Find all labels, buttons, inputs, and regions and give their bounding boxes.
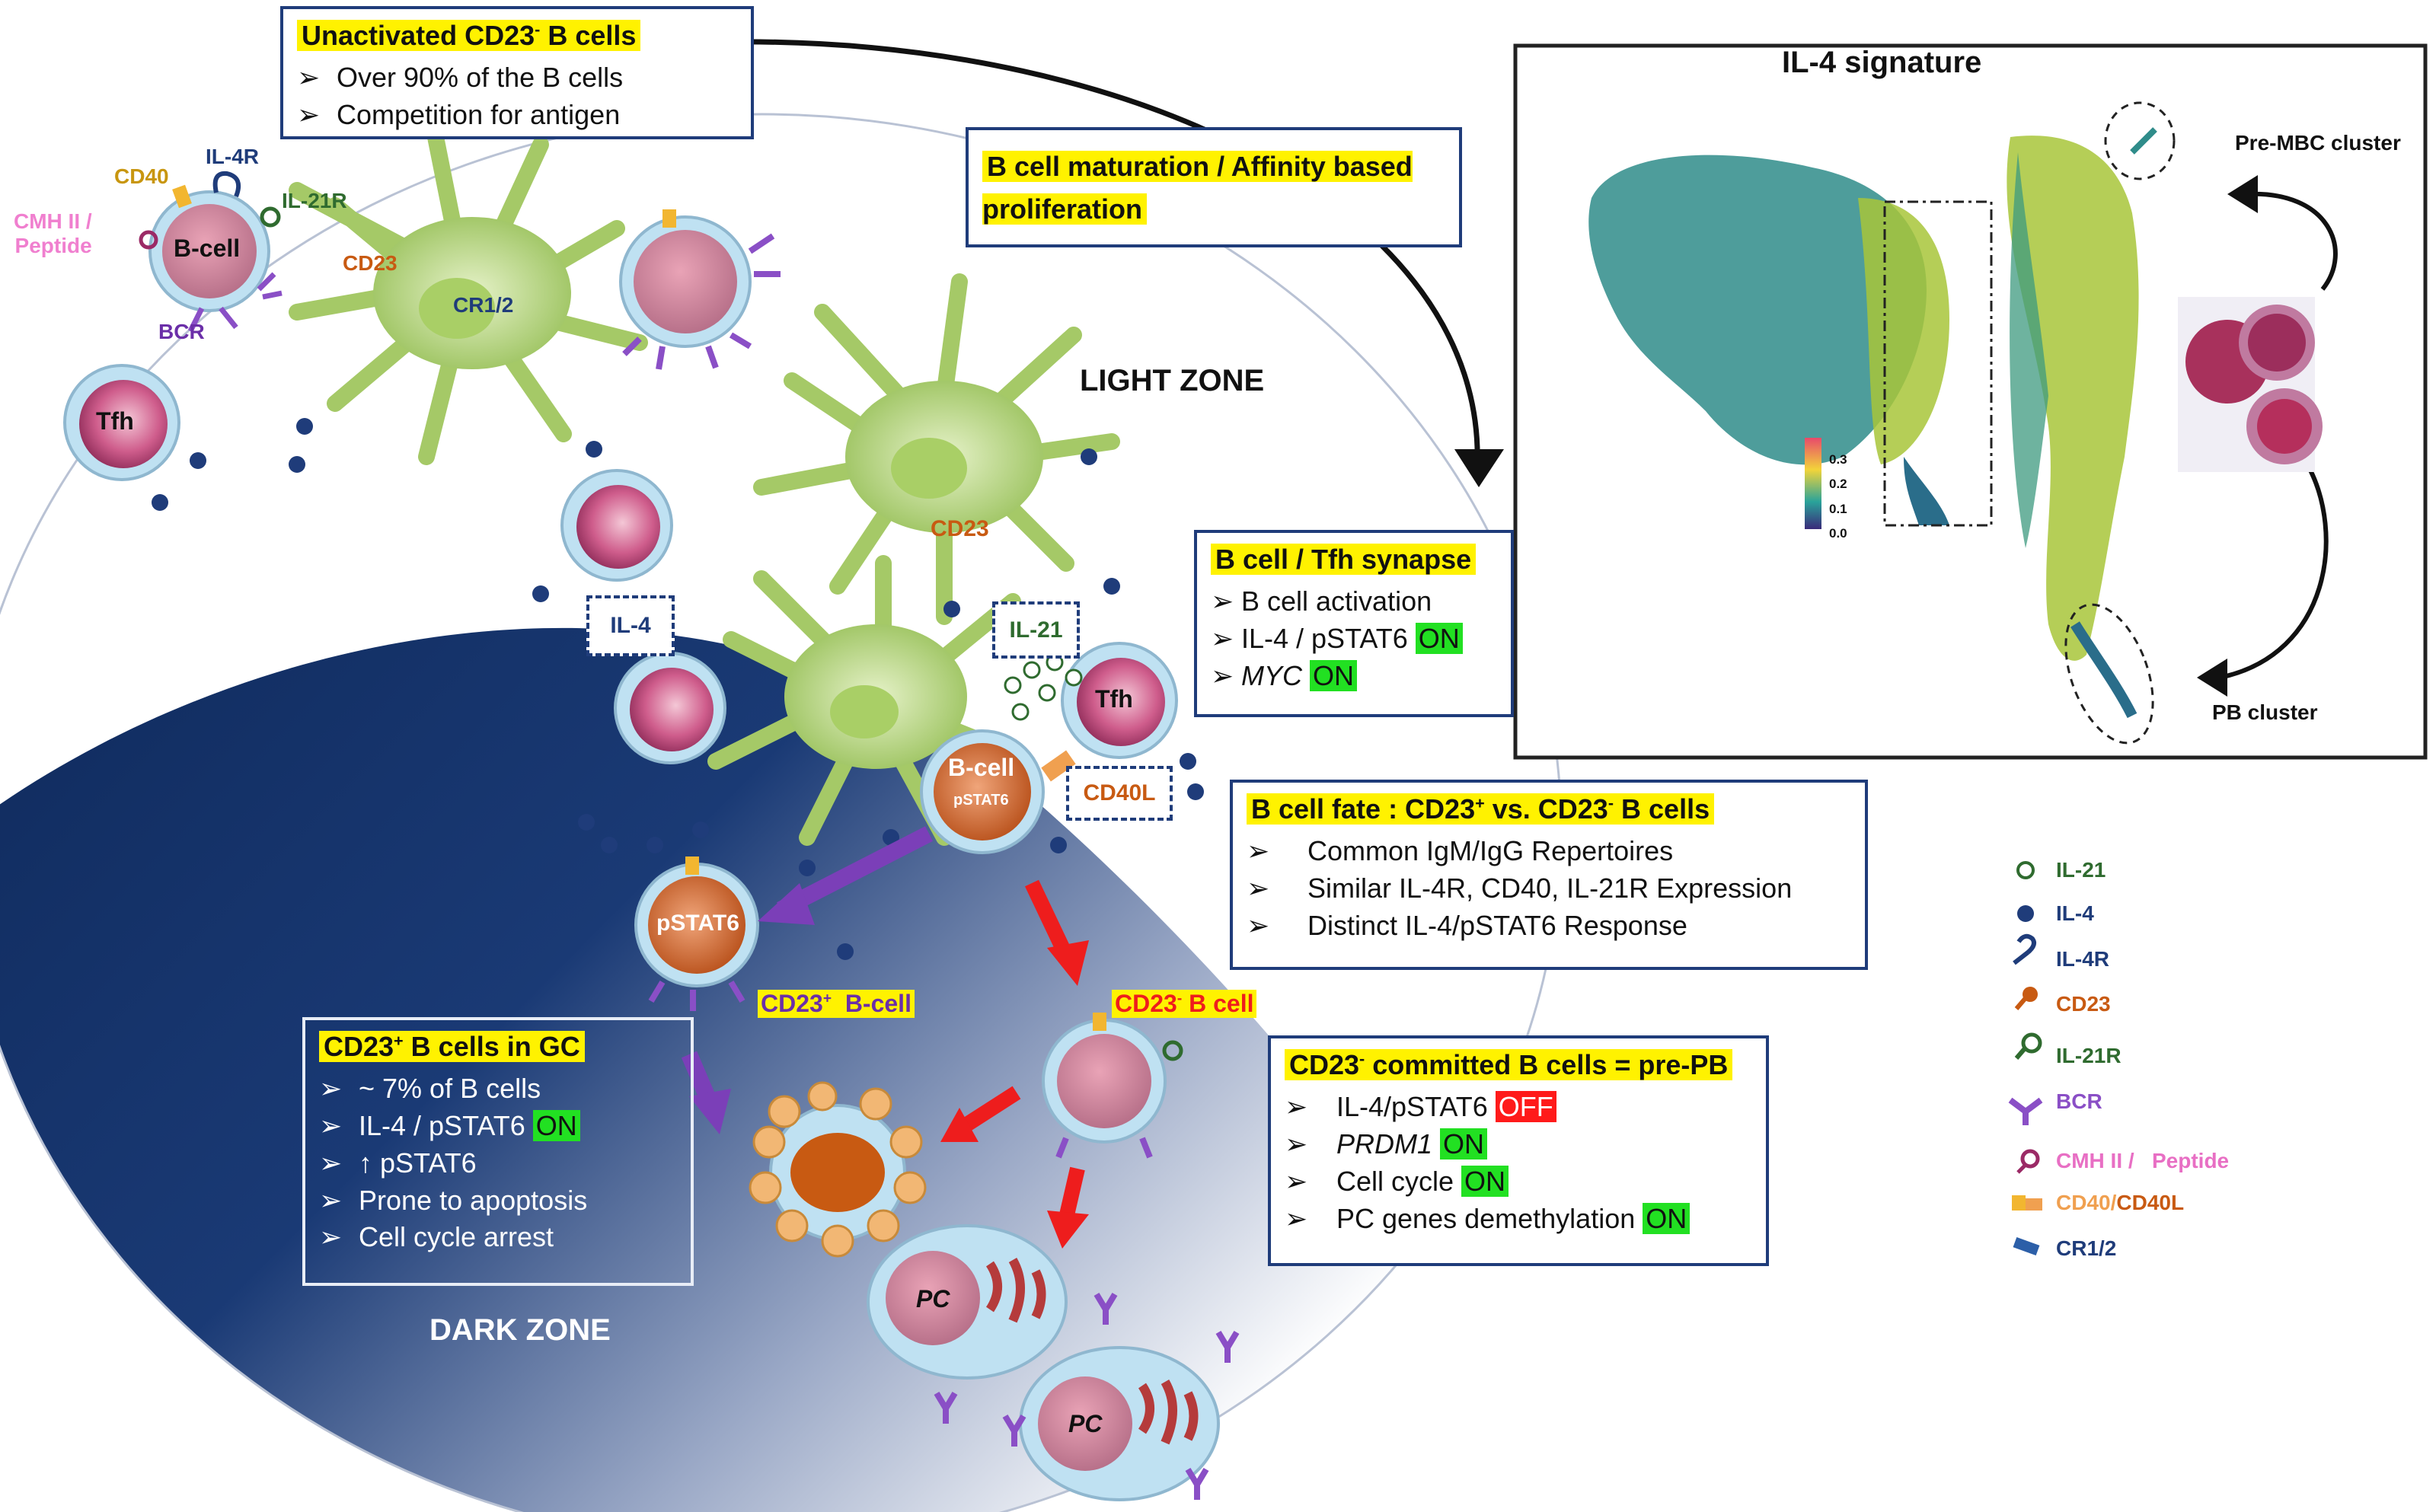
il4r-label: IL-4R — [206, 145, 259, 168]
cd40-label: CD40 — [114, 164, 169, 188]
maturation-arrowhead — [1454, 449, 1504, 487]
prepb-box: CD23- committed B cells = pre-PB ➢IL-4/p… — [1268, 1035, 1769, 1266]
light-zone-label: LIGHT ZONE — [1080, 364, 1265, 397]
tfh-right — [1061, 642, 1178, 759]
legend-cr12: CR1/2 — [2056, 1236, 2117, 1260]
cd23pos-bcell — [634, 856, 759, 1011]
pc2-label: PC — [1068, 1410, 1103, 1437]
legend-icons — [2008, 861, 2043, 1256]
bcell-activated-label: B-cell — [948, 754, 1015, 781]
pstat6-label: pSTAT6 — [656, 911, 739, 936]
legend-cd40: CD40/CD40L — [2056, 1191, 2185, 1214]
pb-curve-arrow — [2219, 463, 2329, 680]
cr12-label: CR1/2 — [453, 293, 514, 317]
bcell-activated — [920, 729, 1076, 854]
umap-plot — [1588, 101, 2176, 745]
red-arrow-head-1 — [1047, 940, 1089, 986]
bcr-label: BCR — [158, 320, 205, 343]
unactivated-box: Unactivated CD23- B cells ➢Over 90% of t… — [280, 6, 754, 139]
synapse-box: B cell / Tfh synapse ➢B cell activation … — [1194, 530, 1514, 717]
cd23-label: CD23 — [343, 251, 397, 275]
legend-cd23: CD23 — [2056, 992, 2111, 1016]
bcell-top-center — [619, 209, 781, 370]
il4-secreting-cells — [560, 469, 726, 764]
cd23neg-bcell — [1042, 1013, 1183, 1159]
tfh-left-label: Tfh — [96, 407, 134, 435]
inset-title: IL-4 signature — [1782, 46, 1982, 79]
purple-arrow-head-1 — [758, 883, 815, 925]
fdc-upper-right — [753, 273, 1120, 625]
cd23pos-box: CD23+ B cells in GC ➢~ 7% of B cells ➢IL… — [302, 1017, 694, 1286]
legend-il4: IL-4 — [2056, 901, 2094, 925]
legend-bcr: BCR — [2056, 1089, 2102, 1113]
pre-mbc-curve-arrow — [2246, 191, 2338, 291]
pc1-label: PC — [916, 1285, 950, 1313]
unactivated-item-2: ➢Competition for antigen — [297, 98, 621, 130]
pb-arrowhead — [2197, 659, 2227, 697]
legend-il21: IL-21 — [2056, 858, 2106, 882]
cd40l-dashed-label: CD40L — [1066, 766, 1173, 821]
il4-dashed-label: IL-4 — [586, 595, 675, 656]
legend-il21r: IL-21R — [2056, 1044, 2122, 1067]
cd23pos-cell-label: CD23+ B-cell — [758, 990, 915, 1018]
maturation-box: B cell maturation / Affinity based proli… — [966, 127, 1462, 247]
legend-cmh: CMH II / Peptide — [2056, 1149, 2230, 1172]
cmh-label: CMH II / Peptide — [14, 209, 92, 258]
cd23-fdc-label: CD23 — [931, 516, 989, 541]
apoptotic-cell — [749, 1081, 927, 1258]
bcell-label: B-cell — [174, 234, 241, 262]
legend-il4r: IL-4R — [2056, 947, 2109, 971]
plasma-cell-1 — [867, 1224, 1068, 1380]
red-arrow-head-2 — [940, 1108, 979, 1142]
pstat6-small-label: pSTAT6 — [953, 792, 1009, 809]
dark-zone-label: DARK ZONE — [429, 1313, 611, 1347]
red-arrow-head-3 — [1047, 1211, 1089, 1249]
colorbar-ticks: 0.3 0.2 0.1 0.0 — [1829, 452, 1847, 541]
il21-dots — [1004, 653, 1083, 721]
pb-label: PB cluster — [2212, 700, 2318, 724]
fdc-left — [289, 121, 648, 465]
plasma-cell-2 — [1019, 1346, 1220, 1501]
pre-mbc-arrowhead — [2227, 175, 2258, 213]
purple-arrow-head-2 — [689, 1089, 731, 1134]
antibodies — [934, 1292, 1240, 1500]
unactivated-item-1: ➢Over 90% of the B cells — [297, 61, 624, 93]
bcell-top-left — [139, 171, 283, 333]
tfh-left — [63, 364, 180, 481]
il21-dashed-label: IL-21 — [992, 601, 1080, 659]
cd23neg-cell-label: CD23- B cell — [1112, 990, 1257, 1018]
fate-box: B cell fate : CD23+ vs. CD23- B cells ➢C… — [1230, 780, 1868, 970]
il21r-label: IL-21R — [282, 189, 347, 212]
pre-mbc-label: Pre-MBC cluster — [2235, 131, 2401, 155]
cell-micrographs — [2178, 297, 2323, 472]
tfh-right-label: Tfh — [1095, 685, 1133, 713]
